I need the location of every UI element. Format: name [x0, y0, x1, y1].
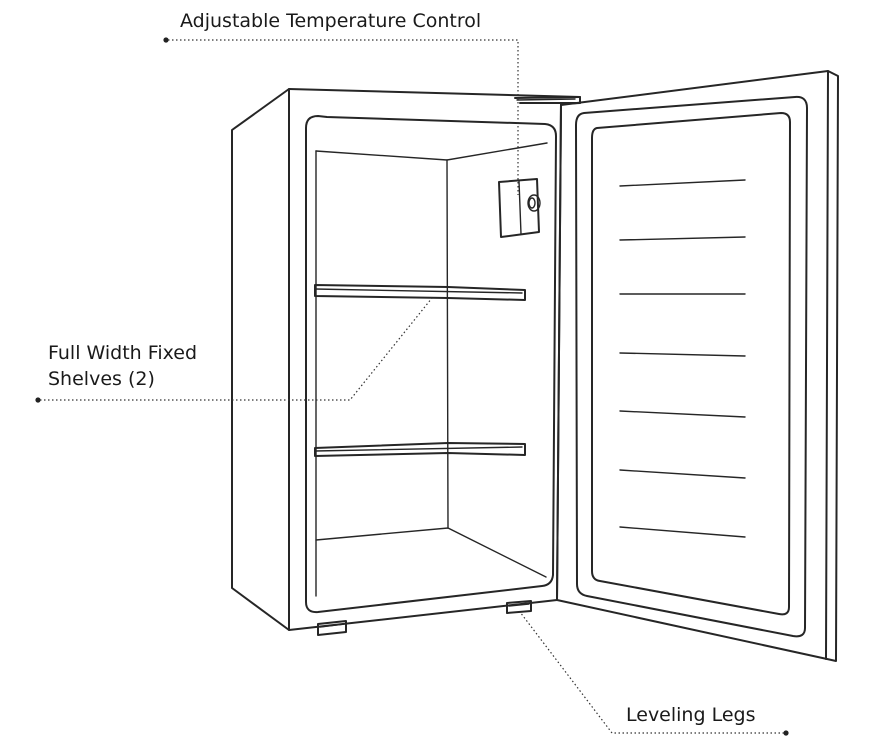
cabinet-side-panel: [231, 88, 290, 631]
label-fixed-shelves: Full Width Fixed Shelves (2): [48, 340, 197, 392]
label-fixed-shelves-line1: Full Width Fixed: [48, 342, 198, 364]
door-open: [556, 70, 839, 662]
leveling-leg-right: [506, 600, 532, 614]
shelf-upper: [314, 284, 526, 301]
label-temperature-control: Adjustable Temperature Control: [180, 10, 482, 32]
leader-temperature-control: [163, 37, 519, 195]
interior-liner: [305, 115, 557, 614]
cabinet-front: [288, 88, 581, 631]
leveling-leg-left: [317, 620, 347, 636]
leader-leveling-legs: [519, 611, 789, 736]
label-fixed-shelves-line2: Shelves (2): [48, 368, 155, 390]
leader-shelves: [35, 297, 433, 403]
shelf-lower: [314, 442, 526, 457]
temperature-control-box: [498, 178, 541, 238]
label-leveling-legs: Leveling Legs: [626, 704, 756, 726]
